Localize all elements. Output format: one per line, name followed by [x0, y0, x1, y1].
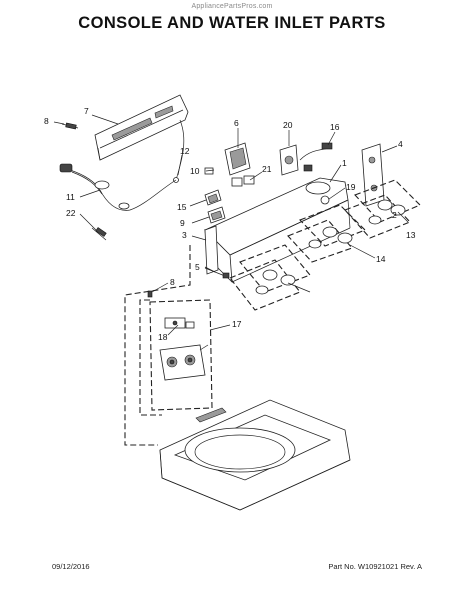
callout-7: 7 — [84, 106, 89, 116]
part-10-connector — [204, 167, 214, 175]
callout-3: 3 — [182, 230, 187, 240]
callout-1: 1 — [342, 158, 347, 168]
callout-15: 15 — [177, 202, 187, 212]
callout-labels: 7 8 6 20 16 4 12 10 21 1 11 15 19 22 9 2… — [44, 106, 416, 342]
part-6-timer — [224, 142, 251, 176]
top-cabinet — [159, 399, 351, 511]
part-22-clamp — [91, 227, 107, 241]
callout-21: 21 — [262, 164, 272, 174]
footer-date: 09/12/2016 — [52, 562, 90, 571]
watermark: AppliancePartsPros.com — [191, 3, 273, 10]
part-17-water-valve — [159, 344, 209, 381]
callout-4: 4 — [398, 139, 403, 149]
callout-16: 16 — [330, 122, 340, 132]
part-9-switch — [207, 206, 226, 224]
part-21-switches — [231, 175, 255, 187]
connection-lines — [124, 245, 191, 446]
part-19-cap — [320, 195, 330, 205]
knob-group-14-left — [229, 244, 311, 311]
callout-22: 22 — [66, 208, 76, 218]
part-20-pressure-switch — [279, 144, 299, 176]
callout-9: 9 — [180, 218, 185, 228]
footer-part-number: Part No. W10921021 Rev. A — [328, 562, 422, 571]
part-11-power-cord — [59, 163, 177, 211]
callout-13: 13 — [406, 230, 416, 240]
callout-20: 20 — [283, 120, 293, 130]
callout-5: 5 — [195, 262, 200, 272]
callout-10: 10 — [190, 166, 200, 176]
knob-group-13 — [344, 179, 421, 239]
callout-17: 17 — [232, 319, 242, 329]
callout-12: 12 — [180, 146, 190, 156]
callout-18: 18 — [158, 332, 168, 342]
callout-14: 14 — [376, 254, 386, 264]
callout-8: 8 — [44, 116, 49, 126]
part-7-rear-panel — [94, 94, 189, 161]
callout-2: 2 — [392, 210, 397, 220]
knob-group-14-right — [287, 204, 366, 263]
part-18-screws — [164, 317, 195, 329]
callout-11: 11 — [66, 192, 75, 202]
part-15-switch — [204, 189, 222, 206]
part-8-lower-screw — [147, 290, 153, 298]
part-8-screw — [61, 122, 79, 130]
part-16-harness — [299, 142, 333, 172]
part-3-end-cap — [204, 225, 219, 275]
callout-19: 19 — [346, 182, 356, 192]
leader-lines — [53, 114, 409, 336]
callout-6: 6 — [234, 118, 239, 128]
callout-8-lower: 8 — [170, 277, 175, 287]
page-title: CONSOLE AND WATER INLET PARTS — [78, 14, 386, 32]
part-17-water-valve-box — [149, 299, 213, 411]
